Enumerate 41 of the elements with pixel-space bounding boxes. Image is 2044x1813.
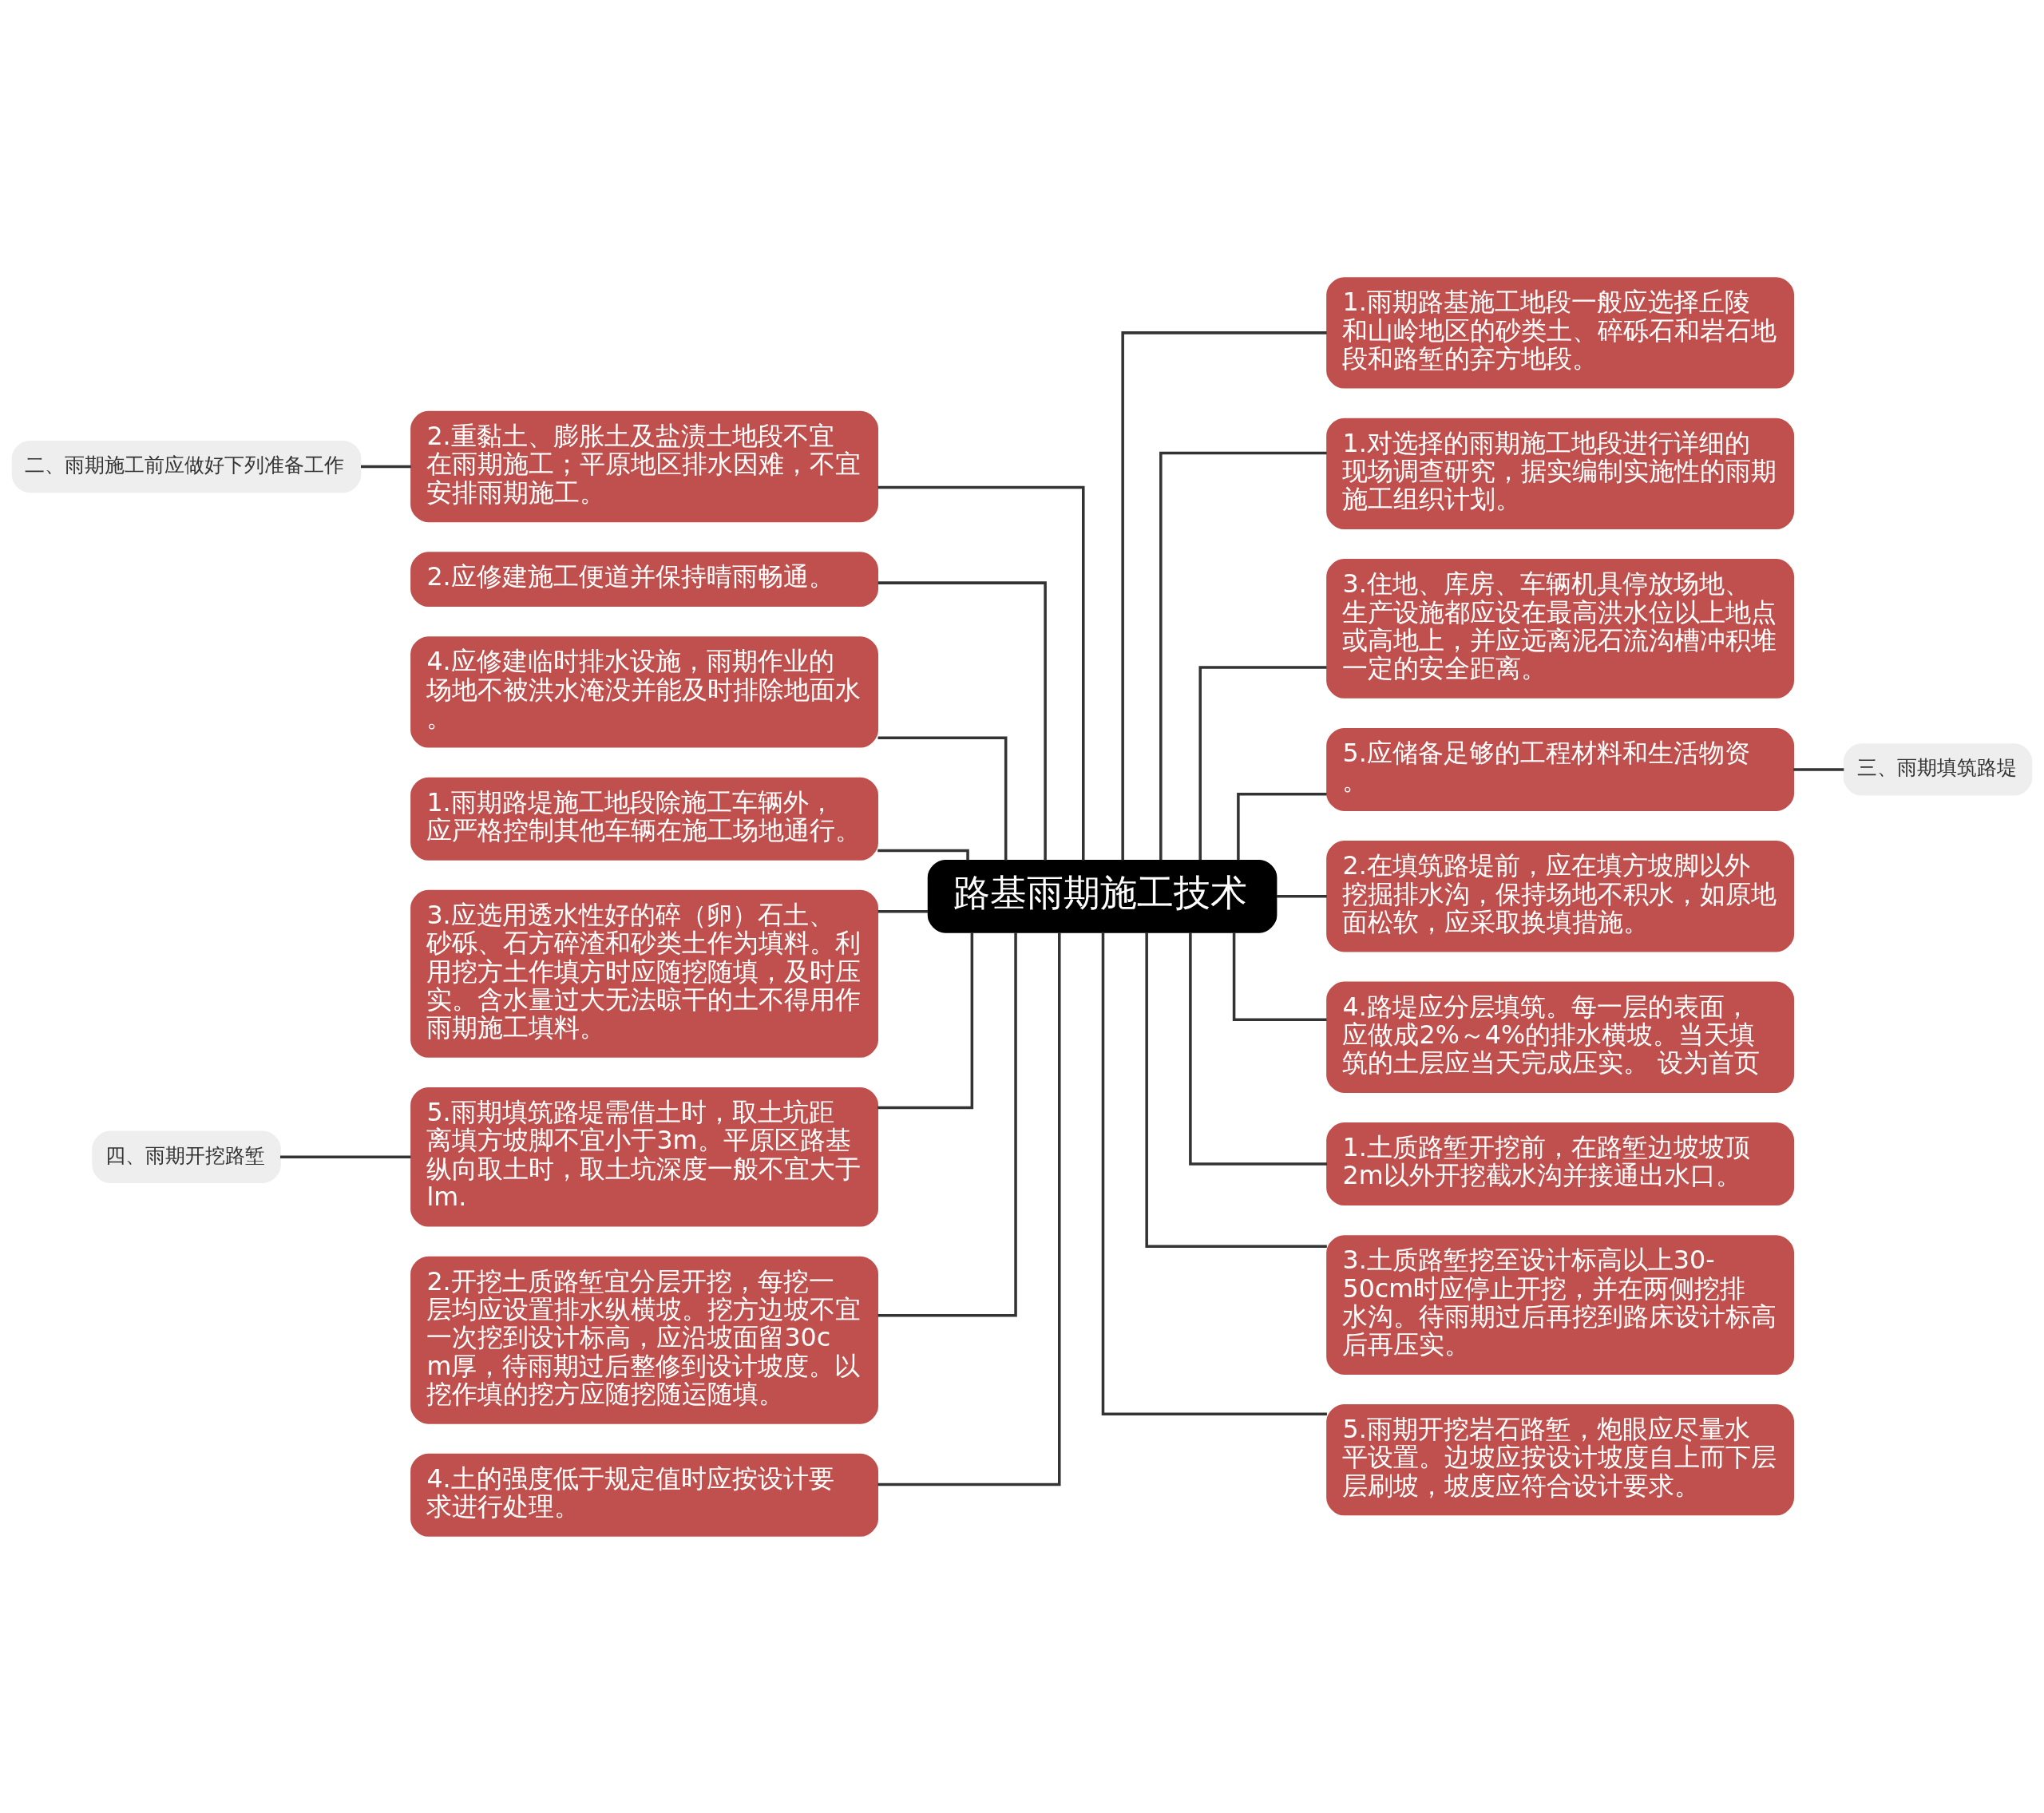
node-box: 1.雨期路基施工地段一般应选择丘陵和山岭地区的砂类土、碎砾石和岩石地段和路堑的弃方地段。 — [1326, 276, 1795, 389]
connector — [877, 932, 1017, 1317]
node-box: 5.应储备足够的工程材料和生活物资。 — [1326, 727, 1795, 811]
connector — [877, 932, 974, 1109]
connector — [279, 1154, 411, 1158]
connector — [877, 849, 969, 861]
connector — [1277, 894, 1327, 898]
connector — [1793, 767, 1844, 771]
node-box: 2.在填筑路堤前，应在填方坡脚以外挖掘排水沟，保持场地不积水，如原地面松软，应采取换填措施。 — [1326, 840, 1795, 952]
connector — [1159, 451, 1327, 860]
connector — [877, 735, 1008, 861]
connector — [1121, 331, 1327, 861]
node-box: 4.土的强度低于规定值时应按设计要求进行处理。 — [410, 1453, 878, 1537]
node-box: 5.雨期开挖岩石路堑，炮眼应尽量水平设置。边坡应按设计坡度自上而下层层刷坡，坡度应符合设计要求。 — [1326, 1403, 1795, 1515]
connector — [1198, 665, 1327, 860]
node-box: 2.重黏土、膨胀土及盐渍土地段不宜在雨期施工；平原地区排水因难，不宜安排雨期施工。 — [410, 410, 878, 522]
node-box: 2.开挖土质路堑宜分层开挖，每挖一层均应设置排水纵横坡。挖方边坡不宜一次挖到设计标高，应沿坡面留30cm厚，待雨期过后整修到设计坡度。以挖作填的挖方应随挖随运随填。 — [410, 1256, 878, 1424]
node-box: 三、雨期填筑路堤 — [1843, 742, 2033, 796]
node-box: 4.应修建临时排水设施，雨期作业的场地不被洪水淹没并能及时排除地面水。 — [410, 635, 878, 748]
node-box: 4.路堤应分层填筑。每一层的表面，应做成2%～4%的排水横坡。当天填筑的土层应当天完成压实。 设为首页 — [1326, 981, 1795, 1093]
connector — [877, 485, 1085, 861]
connector — [1237, 792, 1327, 860]
node-box: 3.住地、库房、车辆机具停放场地、生产设施都应设在最高洪水位以上地点或高地上，并应远离泥石流沟槽冲积堆一定的安全距离。 — [1326, 558, 1795, 699]
connector — [1232, 932, 1327, 1021]
node-box: 5.雨期填筑路堤需借土时，取土坑距离填方坡脚不宜小于3m。平原区路基纵向取土时，取土坑深度一般不宜大于lm. — [410, 1087, 878, 1227]
connector — [1101, 932, 1327, 1415]
node-box: 2.应修建施工便道并保持晴雨畅通。 — [410, 551, 878, 607]
node-box: 路基雨期施工技术 — [927, 859, 1278, 933]
connector — [877, 580, 1047, 861]
node-box: 二、雨期施工前应做好下列准备工作 — [11, 440, 362, 493]
connector — [877, 909, 929, 912]
node-box: 1.土质路堑开挖前，在路堑边坡坡顶2m以外开挖截水沟并接通出水口。 — [1326, 1122, 1795, 1205]
node-box: 1.雨期路堤施工地段除施工车辆外，应严格控制其他车辆在施工场地通行。 — [410, 777, 878, 861]
node-box: 3.应选用透水性好的碎（卵）石土、砂砾、石方碎渣和砂类土作为填料。利用挖方土作填方时应随挖随填，及时压实。含水量过大无法晾干的土不得用作雨期施工填料。 — [410, 889, 878, 1058]
connector — [361, 465, 411, 468]
node-box: 四、雨期开挖路堑 — [92, 1130, 281, 1183]
connector — [877, 932, 1061, 1486]
node-box: 1.对选择的雨期施工地段进行详细的现场调查研究，据实编制实施性的雨期施工组织计划。 — [1326, 418, 1795, 529]
connector — [1145, 932, 1327, 1248]
node-box: 3.土质路堑挖至设计标高以上30-50cm时应停止开挖，并在两侧挖排水沟。待雨期过后再挖到路床设计标高后再压实。 — [1326, 1234, 1795, 1375]
connector — [1189, 932, 1328, 1166]
